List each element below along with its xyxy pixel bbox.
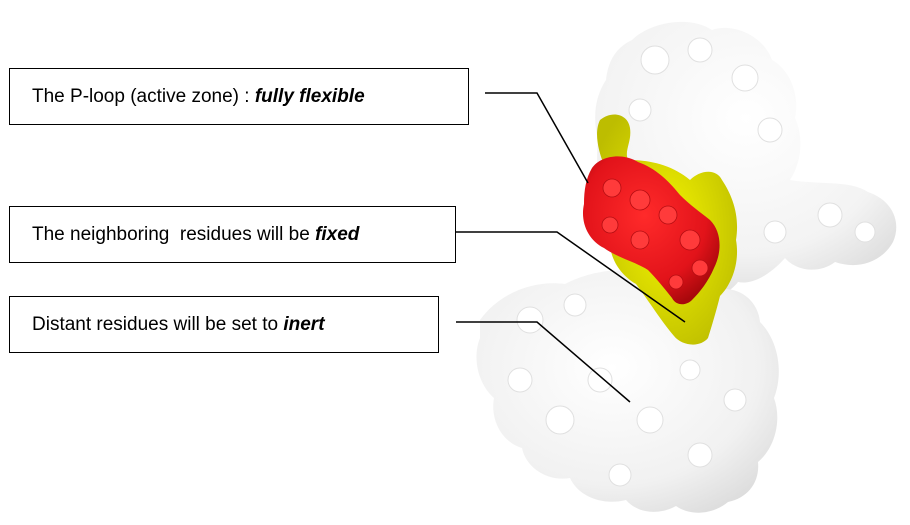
label-neighboring-text: The neighboring residues will be — [32, 223, 316, 245]
label-neighboring-emphasis: fixed — [315, 223, 360, 245]
leader-line-ploop — [485, 92, 589, 184]
leader-line-distant — [456, 321, 631, 403]
label-neighboring-residues: The neighboring residues will be fixed — [9, 206, 456, 263]
p-loop-active-zone-surface — [582, 156, 720, 305]
label-distant-text: Distant residues will be set to — [32, 313, 284, 335]
label-distant-residues: Distant residues will be set to inert — [9, 296, 439, 353]
label-ploop: The P-loop (active zone) : fully flexibl… — [9, 68, 469, 125]
label-distant-emphasis: inert — [283, 313, 325, 335]
label-ploop-text: The P-loop (active zone) : — [32, 85, 255, 107]
label-ploop-emphasis: fully flexible — [254, 85, 365, 107]
leader-line-neighbor — [456, 231, 686, 323]
